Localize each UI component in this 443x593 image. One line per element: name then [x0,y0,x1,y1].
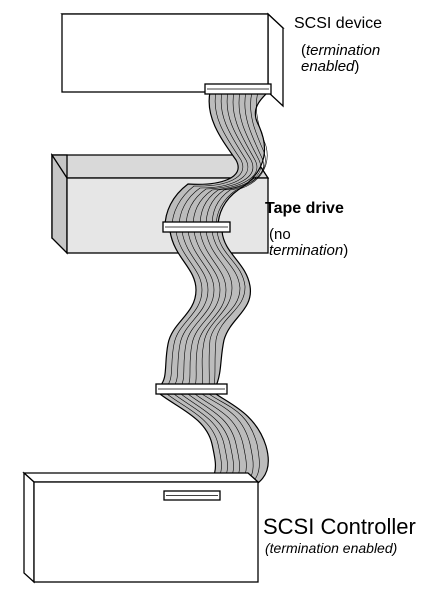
scsi-device-note-line2: enabled [301,57,355,75]
scsi-controller-title: SCSI Controller [263,514,416,539]
scsi-device-note-open: ( [301,42,306,59]
tape-drive-note-line1: (no [269,226,291,243]
tape-drive-title: Tape drive [265,200,344,217]
ribbon-cable-top [164,91,270,228]
tape-drive-note-close: ) [343,241,349,259]
lower-cable-connector [155,383,228,395]
scsi-device-note-line1: termination [306,42,381,59]
scsi-controller-connector [163,490,221,501]
scsi-device-connector [204,83,272,95]
scsi-device-box [60,12,285,108]
scsi-controller-note: (termination enabled) [265,540,398,556]
scsi-device-note-close: ) [354,57,360,75]
tape-drive-box [50,152,270,255]
scsi-device-note: (termination enabled) [301,43,380,75]
scsi-controller-box [22,471,260,584]
ribbon-cable-middle [158,230,251,387]
tape-drive-note: (no termination) [269,227,348,259]
tape-drive-note-line2: termination [269,241,344,259]
scsi-device-title: SCSI device [294,15,383,32]
tape-drive-connector [162,221,231,233]
